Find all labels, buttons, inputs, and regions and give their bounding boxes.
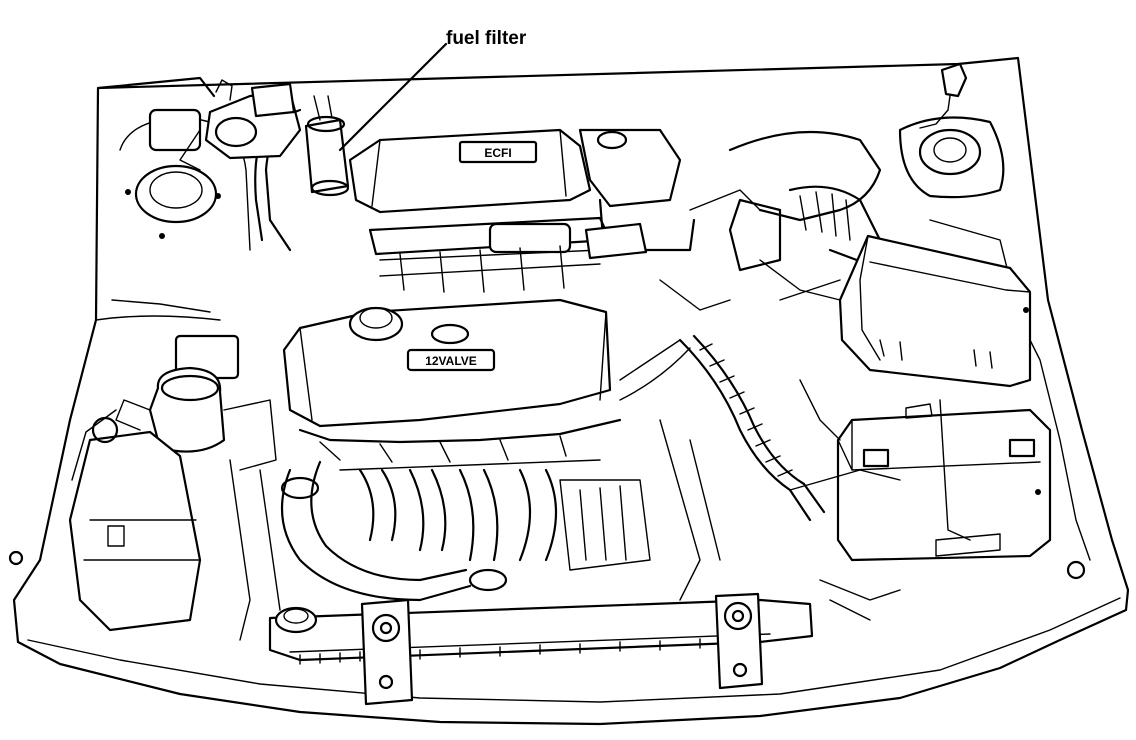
fuel-filter-leader [338, 42, 448, 152]
brake-master-cylinder [115, 334, 277, 471]
throttle-body [578, 128, 841, 311]
fuel-filter-callout-label: fuel filter [446, 28, 527, 49]
body-outline [12, 56, 1130, 726]
wiring-harness [619, 334, 901, 522]
air-intake-hose [728, 130, 882, 264]
misc-linework [8, 419, 1086, 641]
mount-brackets [360, 592, 764, 706]
exhaust-manifold [339, 459, 651, 571]
air-filter-box [838, 234, 1032, 388]
top-left-components [148, 79, 302, 171]
radiator-hose [280, 460, 508, 602]
plenum-text: ECFI [484, 146, 511, 160]
battery [836, 399, 1052, 562]
intake-plenum: ECFI [348, 128, 592, 214]
valve-cover: 12VALVE [282, 298, 622, 463]
fuel-rail [368, 216, 612, 293]
washer-reservoir [68, 416, 202, 632]
valve-cover-text: 12VALVE [425, 354, 477, 368]
top-connector [919, 62, 968, 129]
